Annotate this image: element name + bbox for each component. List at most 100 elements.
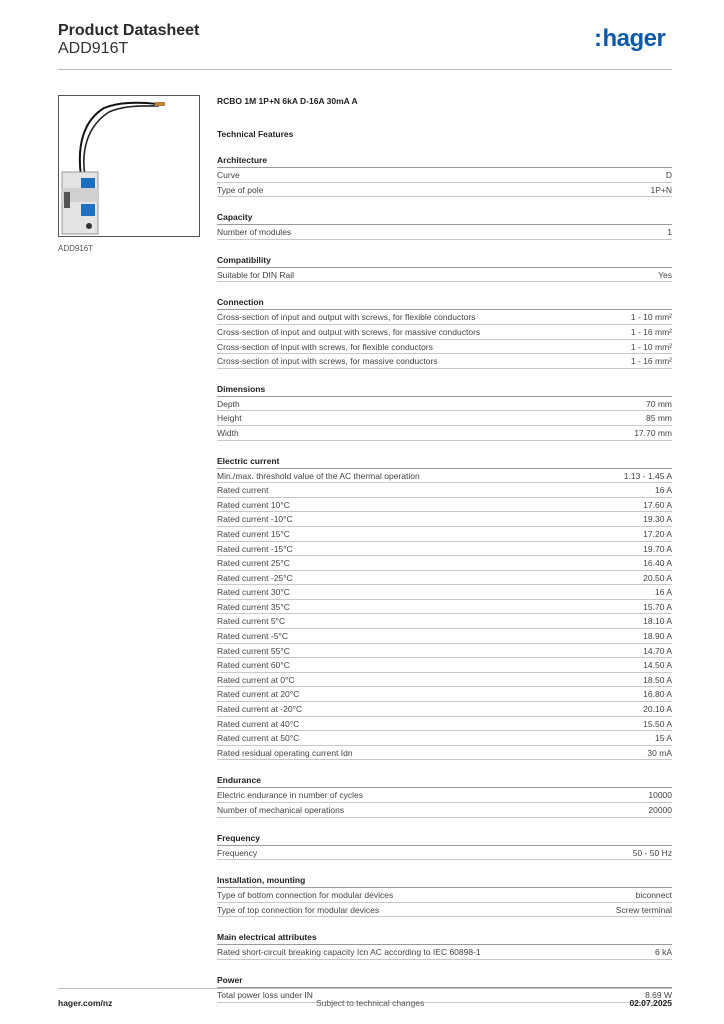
- spec-label: Rated residual operating current Idn: [217, 747, 353, 758]
- spec-label: Cross-section of input and output with s…: [217, 312, 476, 323]
- spec-value: 14.50 A: [643, 660, 672, 671]
- spec-label: Rated current at 40°C: [217, 718, 300, 729]
- spec-label: Rated short-circuit breaking capacity Ic…: [217, 947, 481, 958]
- spec-label: Type of bottom connection for modular de…: [217, 890, 394, 901]
- header-divider: [58, 69, 672, 70]
- spec-value: 85 mm: [646, 413, 672, 424]
- spec-value: 19.70 A: [643, 543, 672, 554]
- spec-label: Rated current at 50°C: [217, 733, 300, 744]
- spec-row: Cross-section of input and output with s…: [217, 310, 672, 325]
- spec-value: 20.10 A: [643, 704, 672, 715]
- spec-label: Rated current -25°C: [217, 572, 293, 583]
- spec-value: 20000: [648, 805, 672, 815]
- spec-value: 18.10 A: [643, 616, 672, 627]
- spec-value: 16.80 A: [643, 689, 672, 700]
- spec-value: biconnect: [635, 890, 672, 901]
- hager-logo: :hager: [594, 25, 666, 52]
- spec-group-title: Endurance: [217, 774, 672, 789]
- spec-label: Rated current 10°C: [217, 499, 290, 510]
- spec-row: Number of modules 1: [217, 225, 672, 240]
- spec-label: Frequency: [217, 847, 258, 858]
- spec-value: 17.20 A: [643, 528, 672, 539]
- spec-value: 18.50 A: [643, 674, 672, 685]
- spec-label: Type of top connection for modular devic…: [217, 904, 380, 915]
- spec-row: Rated current 35°C 15.70 A: [217, 600, 672, 615]
- footer-date: 02.07.2025: [629, 998, 672, 1008]
- spec-value: 20.50 A: [643, 572, 672, 583]
- spec-label: Cross-section of input and output with s…: [217, 326, 481, 337]
- spec-group-title: Frequency: [217, 832, 672, 846]
- spec-value: 15 A: [654, 733, 672, 744]
- spec-value: 15.70 A: [643, 601, 672, 612]
- footer-divider: [58, 988, 672, 989]
- spec-value: 14.70 A: [643, 645, 672, 656]
- spec-label: Cross-section of input with screws, for …: [217, 341, 433, 352]
- spec-label: Rated current 30°C: [217, 587, 290, 598]
- spec-value: 15.50 A: [643, 718, 672, 729]
- spec-label: Min./max. threshold value of the AC ther…: [217, 470, 420, 481]
- spec-value: 1P+N: [650, 184, 673, 195]
- spec-value: 19.30 A: [643, 514, 672, 525]
- spec-value: 16 A: [654, 485, 672, 496]
- spec-label: Type of pole: [217, 184, 264, 195]
- spec-value: 1: [667, 227, 672, 238]
- spec-group-title: Electric current: [217, 455, 672, 469]
- spec-row: Rated current at 50°C 15 A: [217, 731, 672, 746]
- spec-label: Rated current 35°C: [217, 601, 290, 612]
- spec-label: Rated current 5°C: [217, 616, 286, 627]
- rcbo-device-image: [61, 101, 165, 235]
- spec-row: Rated current at -20°C 20.10 A: [217, 702, 672, 717]
- spec-row: Rated residual operating current Idn 30 m…: [217, 746, 672, 761]
- spec-value: 1.13 - 1.45 A: [623, 470, 672, 481]
- footer-website: hager.com/nz: [58, 998, 113, 1008]
- spec-value: 17.70 mm: [634, 427, 672, 438]
- spec-group-title: Main electrical attributes: [217, 931, 672, 946]
- spec-label: Rated current 15°C: [217, 528, 290, 539]
- spec-value: Screw terminal: [615, 904, 672, 915]
- spec-value: 18.90 A: [643, 631, 672, 642]
- spec-label: Rated current -5°C: [217, 631, 288, 642]
- spec-row: Type of pole 1P+N: [217, 183, 672, 198]
- spec-row: Rated current 30°C 16 A: [217, 585, 672, 600]
- spec-row: Cross-section of input and output with s…: [217, 325, 672, 340]
- spec-label: Cross-section of input with screws, for …: [217, 356, 438, 367]
- spec-label: Rated current at -20°C: [217, 704, 303, 715]
- page-title: Product Datasheet: [58, 22, 200, 39]
- spec-row: Rated short-circuit breaking capacity Ic…: [217, 945, 672, 960]
- product-name: RCBO 1M 1P+N 6kA D-16A 30mA A: [217, 96, 358, 106]
- spec-group-title: Dimensions: [217, 383, 672, 397]
- spec-label: Rated current 25°C: [217, 558, 290, 569]
- spec-value: 50 - 50 Hz: [632, 847, 672, 858]
- spec-label: Rated current 60°C: [217, 660, 290, 671]
- spec-value: 30 mA: [647, 747, 672, 758]
- spec-label: Rated current -10°C: [217, 514, 293, 525]
- spec-value: 16 A: [654, 587, 672, 598]
- spec-row: Min./max. threshold value of the AC ther…: [217, 469, 672, 484]
- spec-group-title: Capacity: [217, 211, 672, 226]
- spec-label: Total power loss under IN: [217, 989, 313, 1000]
- spec-row: Rated current 15°C 17.20 A: [217, 527, 672, 542]
- spec-group-title: Architecture: [217, 154, 672, 168]
- spec-value: 6 kA: [654, 947, 672, 958]
- spec-label: Number of modules: [217, 227, 292, 238]
- spec-label: Rated current: [217, 485, 269, 496]
